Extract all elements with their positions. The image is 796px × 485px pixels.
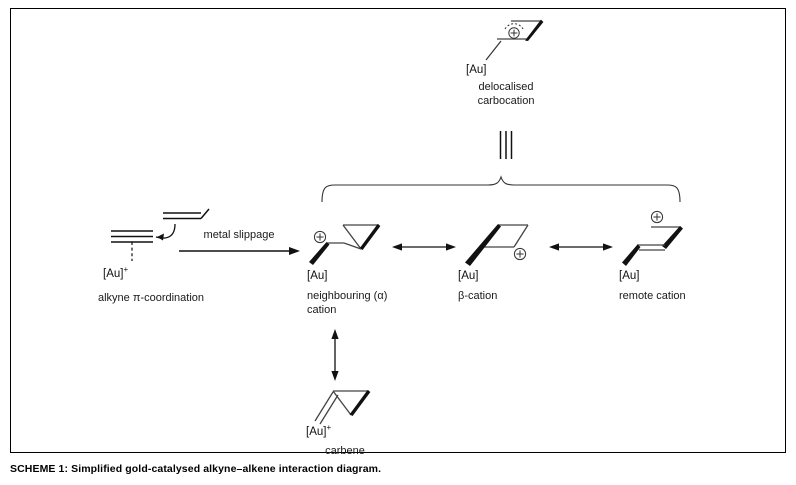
structure-beta-cation bbox=[454, 213, 540, 279]
resonance-arrow-2 bbox=[549, 241, 613, 255]
scheme-caption: SCHEME 1: Simplified gold-catalysed alky… bbox=[10, 463, 382, 475]
structure-neighbouring-alpha-cation bbox=[303, 213, 389, 279]
reaction-arrow bbox=[179, 245, 304, 259]
carbene-drawing bbox=[314, 390, 371, 425]
scheme-frame: [Au]+ alkyne π-coordination metal slippa… bbox=[10, 8, 786, 457]
structure-remote-cation bbox=[619, 205, 709, 279]
label-alkyne-pi-coordination: alkyne π-coordination bbox=[97, 292, 205, 304]
metal-label-neighbouring-cation: [Au] bbox=[307, 269, 328, 282]
remote-cation-drawing bbox=[622, 210, 683, 266]
label-delocalised-carbocation-line1: delocalised bbox=[478, 81, 534, 93]
label-neighbouring-cation-line1: neighbouring (α) bbox=[307, 290, 388, 302]
label-remote-cation: remote cation bbox=[619, 290, 686, 302]
resonance-brace bbox=[321, 175, 681, 203]
structure-alkyne-pi-coordination bbox=[101, 207, 221, 277]
label-beta-cation: β-cation bbox=[458, 290, 498, 302]
structure-delocalised-carbocation bbox=[479, 15, 569, 63]
resonance-arrow-vertical bbox=[328, 329, 342, 381]
label-delocalised-carbocation-line2: carbocation bbox=[477, 94, 535, 107]
metal-label-carbene: [Au]+ bbox=[306, 423, 332, 438]
metal-label-alkyne: [Au]+ bbox=[103, 265, 129, 280]
metal-label-beta-cation: [Au] bbox=[458, 269, 479, 282]
beta-cation-drawing bbox=[465, 224, 529, 266]
resonance-arrow-1 bbox=[392, 241, 456, 255]
metal-label-remote-cation: [Au] bbox=[619, 269, 640, 282]
neighbouring-cation-drawing bbox=[309, 224, 381, 265]
alkyne-pi-coordination-drawing bbox=[111, 208, 210, 261]
delocalised-carbocation-drawing bbox=[485, 19, 544, 61]
equivalence-symbol bbox=[495, 129, 517, 163]
metal-label-delocalised-carbocation: [Au] bbox=[466, 63, 487, 76]
label-carbene: carbene bbox=[325, 445, 365, 457]
label-neighbouring-cation-line2: cation bbox=[307, 303, 337, 316]
structure-carbene bbox=[303, 381, 389, 443]
reaction-arrow-label: metal slippage bbox=[203, 229, 275, 241]
